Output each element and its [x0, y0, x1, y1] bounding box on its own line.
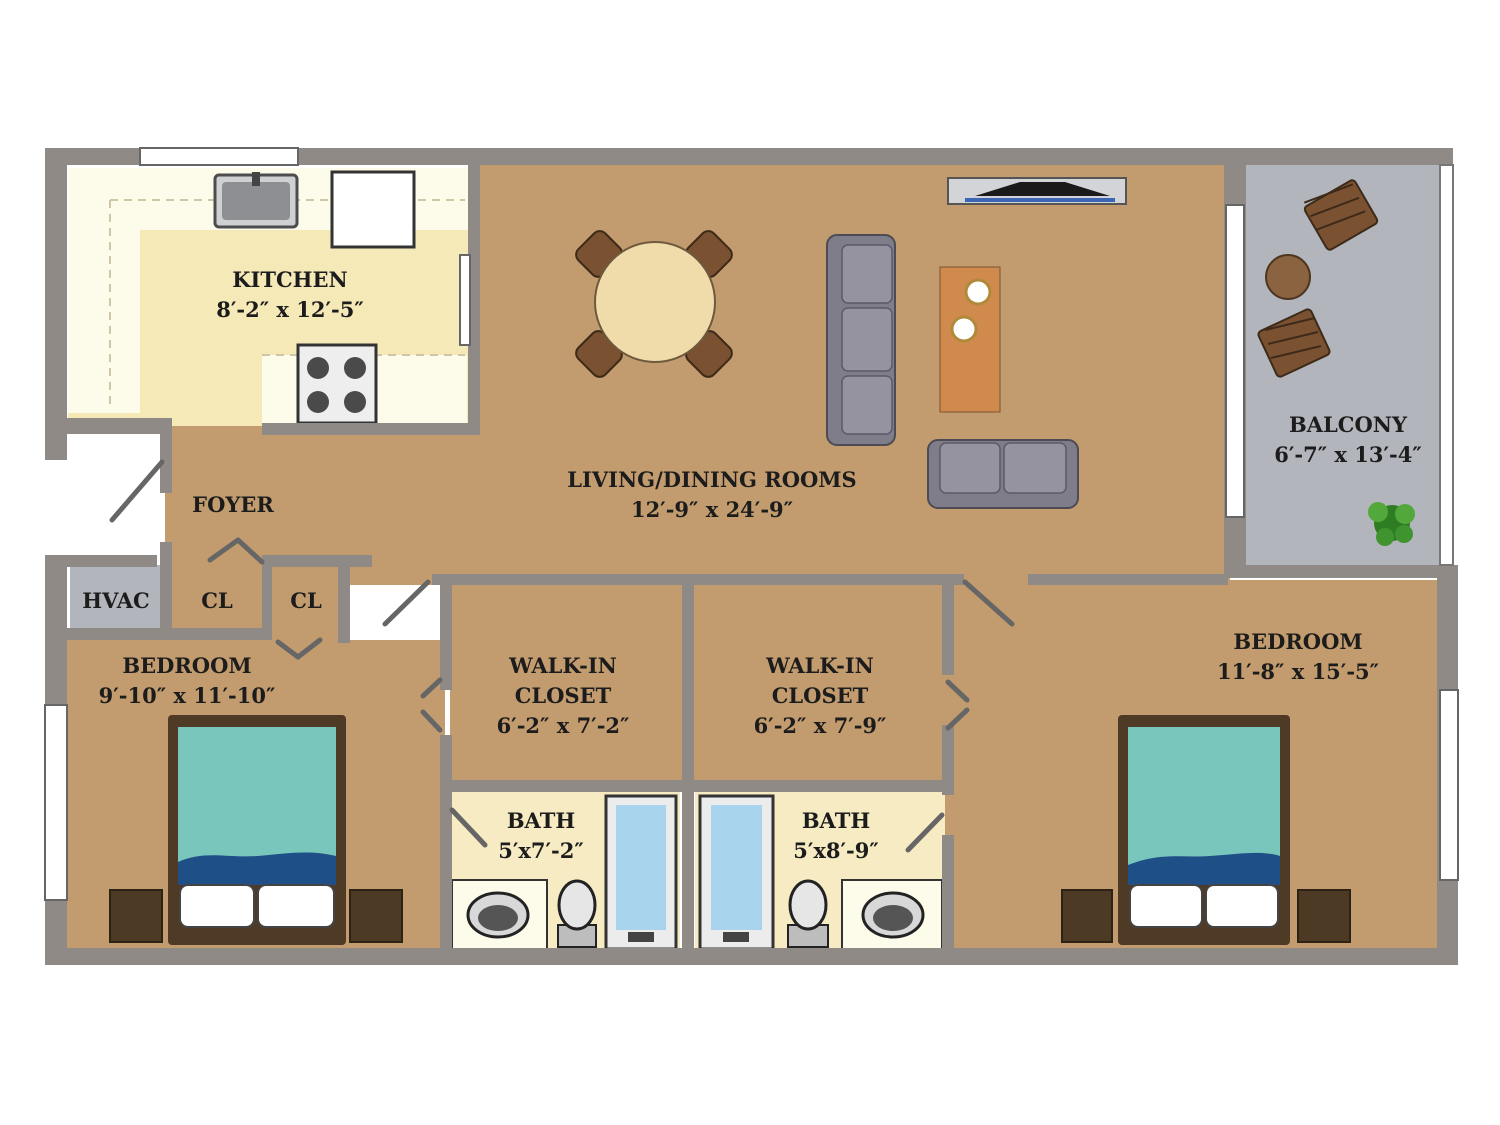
bathtub-right-icon: [698, 794, 775, 951]
toilet-right-icon: [787, 879, 829, 948]
stove-icon: [296, 343, 378, 425]
bath-right-dims: 5′x8′-9″: [793, 838, 879, 863]
patio-chair-icon: [1257, 308, 1331, 378]
kitchen-name: KITCHEN: [232, 267, 347, 292]
dining-set-icon: [575, 230, 733, 378]
patio-chair-icon: [1303, 179, 1379, 251]
closet1-floor: [172, 545, 267, 633]
closet-1-name: CL: [201, 588, 233, 613]
nightstand-icon: [349, 889, 403, 943]
bed-left-icon: [168, 715, 346, 945]
hvac-name: HVAC: [82, 588, 150, 613]
bed-right-icon: [1118, 715, 1290, 945]
vanity-right-icon: [841, 879, 943, 951]
sink-icon: [213, 172, 299, 229]
nightstand-icon: [1297, 889, 1351, 943]
bath-left-name: BATH: [507, 808, 575, 833]
living-name: LIVING/DINING ROOMS: [567, 467, 856, 492]
living-dims: 12′-9″ x 24′-9″: [631, 497, 793, 522]
bedroom-right-dims: 11′-8″ x 15′-5″: [1217, 659, 1379, 684]
walkin-left-name-2: CLOSET: [515, 683, 612, 708]
walkin-left-floor: [450, 585, 685, 780]
closet-2-name: CL: [290, 588, 322, 613]
walkin-right-floor: [690, 585, 945, 780]
bedroom-left-name: BEDROOM: [122, 653, 251, 678]
sofa-icon: [826, 234, 896, 446]
balcony-railing: [1439, 164, 1454, 566]
walkin-right-name-2: CLOSET: [772, 683, 869, 708]
bedroom-right-name: BEDROOM: [1233, 629, 1362, 654]
tv-icon: [947, 177, 1127, 205]
foyer-name: FOYER: [192, 492, 274, 517]
balcony-dims: 6′-7″ x 13′-4″: [1274, 442, 1421, 467]
bedroom-left-dims: 9′-10″ x 11′-10″: [99, 683, 276, 708]
vanity-left-icon: [451, 879, 548, 951]
closet2-floor: [272, 565, 347, 640]
kitchen-dims: 8′-2″ x 12′-5″: [216, 297, 363, 322]
bathtub-left-icon: [604, 794, 678, 951]
bath-right-name: BATH: [802, 808, 870, 833]
walkin-left-dims: 6′-2″ x 7′-2″: [497, 713, 630, 738]
plant-icon: [1368, 502, 1415, 546]
toilet-left-icon: [557, 879, 597, 948]
balcony-name: BALCONY: [1289, 412, 1408, 437]
nightstand-icon: [109, 889, 163, 943]
walkin-right-name-1: WALK-IN: [765, 653, 874, 678]
refrigerator-icon: [330, 170, 416, 249]
hvac-floor: [70, 565, 160, 633]
nightstand-icon: [1061, 889, 1113, 943]
walkin-left-name-1: WALK-IN: [508, 653, 617, 678]
loveseat-icon: [927, 439, 1079, 509]
door: [109, 459, 1015, 853]
patio-table-icon: [1265, 254, 1311, 300]
window: [44, 147, 1459, 901]
walkin-right-dims: 6′-2″ x 7′-9″: [754, 713, 887, 738]
bath-left-dims: 5′x7′-2″: [498, 838, 584, 863]
coffee-table-icon: [939, 266, 1001, 413]
